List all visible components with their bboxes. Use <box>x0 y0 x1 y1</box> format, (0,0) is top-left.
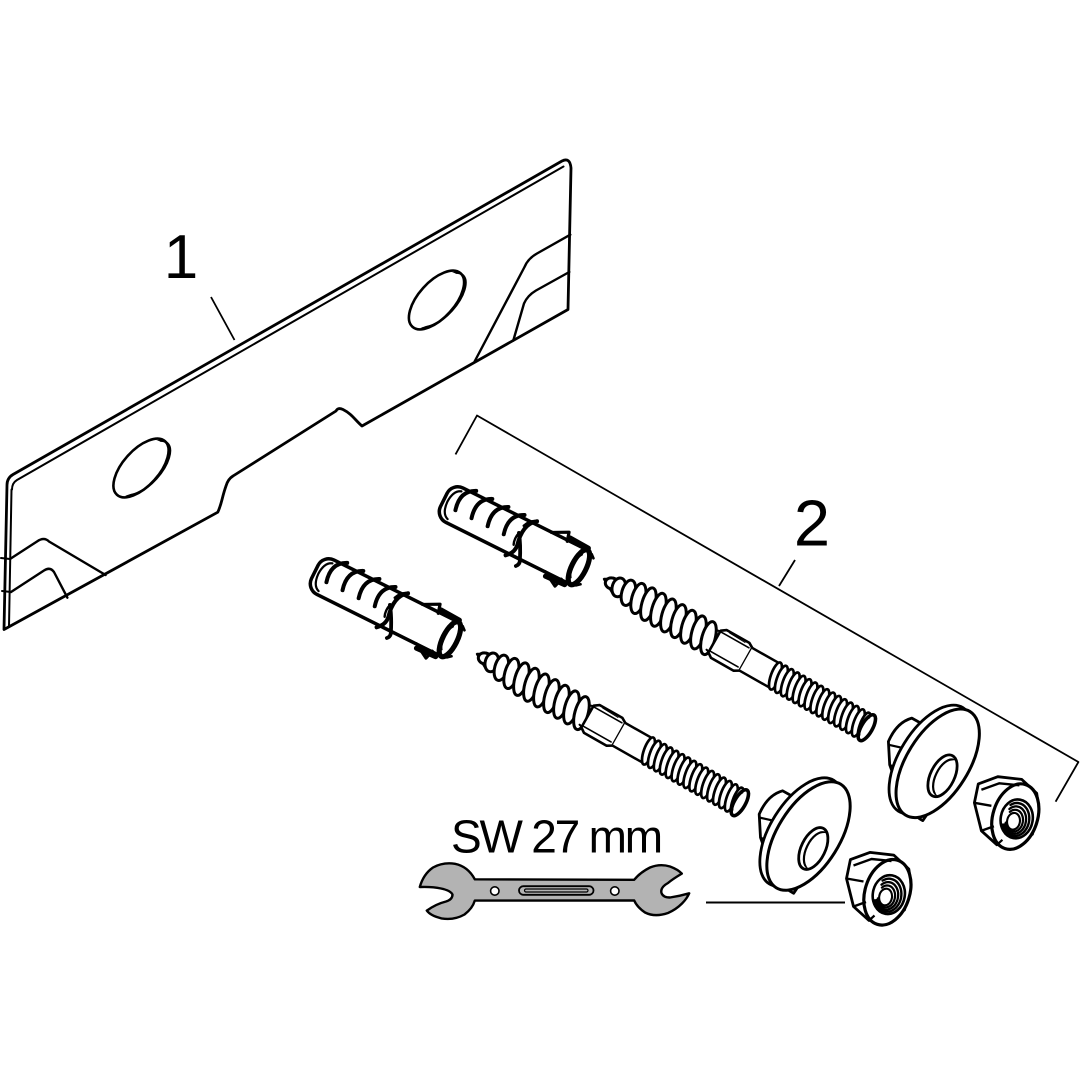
svg-text:2: 2 <box>794 487 830 560</box>
svg-text:SW 27 mm: SW 27 mm <box>451 811 661 863</box>
svg-text:1: 1 <box>164 223 198 292</box>
